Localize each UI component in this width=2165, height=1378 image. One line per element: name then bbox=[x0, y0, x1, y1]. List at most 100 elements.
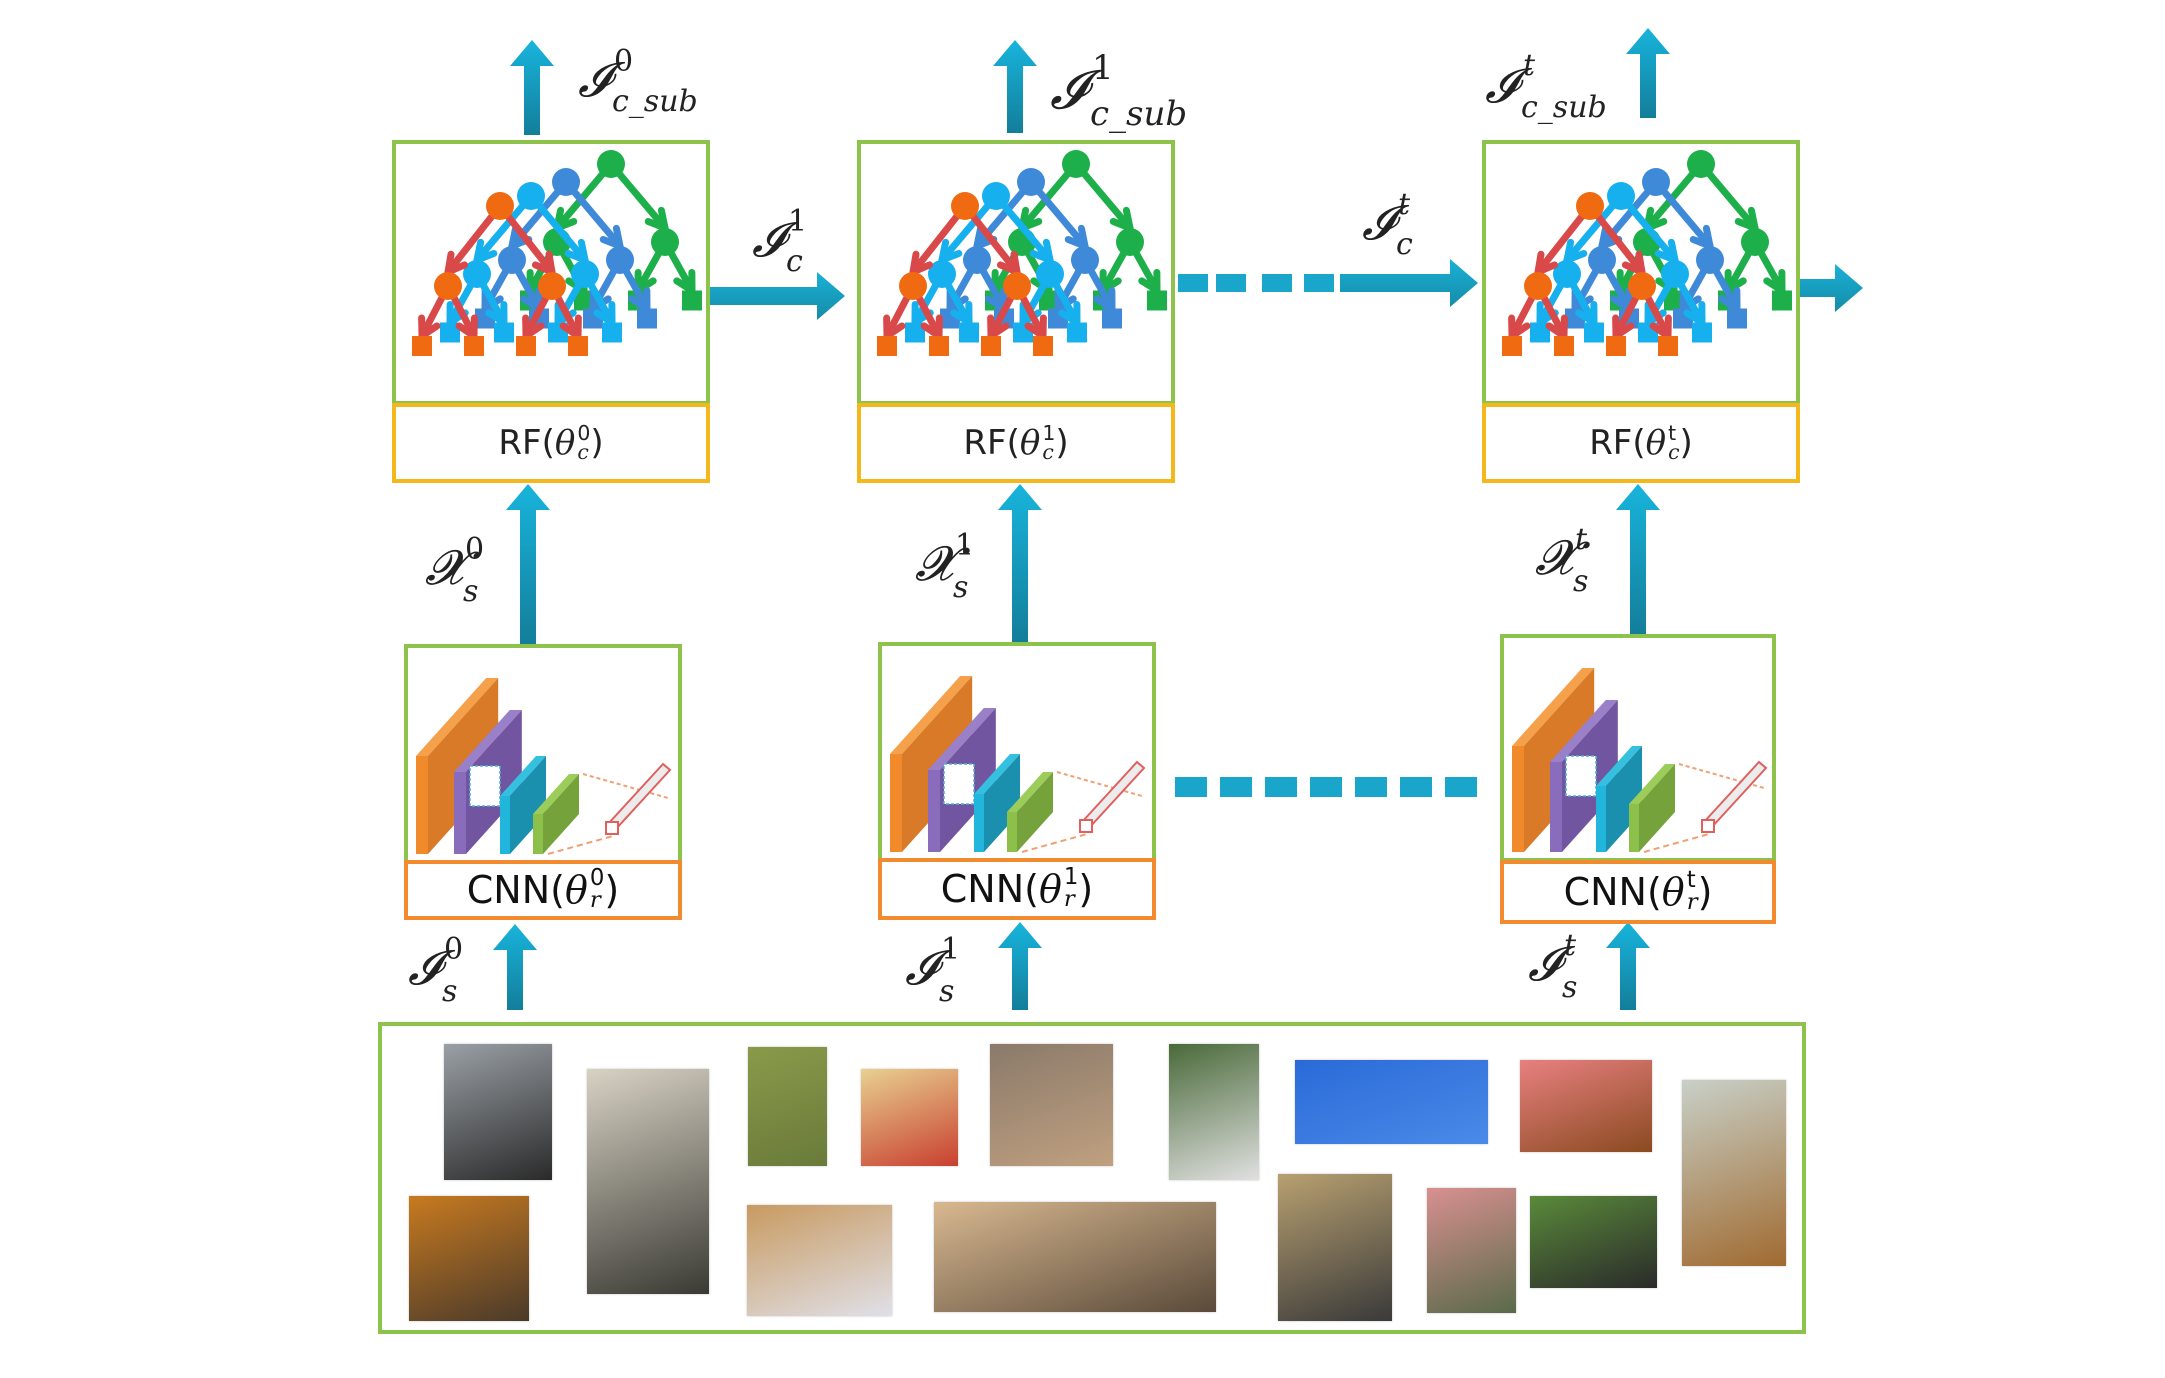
dataset-image-man-in-kitchen bbox=[934, 1202, 1216, 1312]
projection-line bbox=[1643, 833, 1710, 853]
tree-node bbox=[552, 168, 580, 196]
cnn-layer-4-top bbox=[1629, 764, 1675, 804]
tree-node bbox=[1607, 182, 1635, 210]
dash-segment bbox=[1178, 274, 1208, 292]
dataset-image-person-with-umbrella-in-snow bbox=[444, 1044, 552, 1180]
feature-vector-end bbox=[1079, 819, 1093, 833]
tree-leaf bbox=[1530, 322, 1550, 343]
input-arrow-stage-1 bbox=[998, 922, 1042, 1010]
cnn-layer-2-edge bbox=[928, 770, 940, 852]
tree-node bbox=[1062, 150, 1090, 178]
tree-edge bbox=[1534, 202, 1594, 276]
dash-segment bbox=[1445, 777, 1477, 797]
tree-node bbox=[928, 260, 956, 288]
tree-leaf bbox=[464, 336, 484, 356]
dataset-image-person-walking-on-path bbox=[748, 1047, 827, 1166]
feature-label-stage-0: 𝓧 0 s bbox=[425, 532, 485, 609]
random-forest-trees-icon bbox=[877, 150, 1167, 356]
tree-node bbox=[517, 182, 545, 210]
cnn-layer-1-edge bbox=[1512, 746, 1524, 852]
tree-node bbox=[651, 228, 679, 256]
tree-node bbox=[1576, 192, 1604, 220]
tree-node bbox=[1741, 228, 1769, 256]
tree-node bbox=[486, 192, 514, 220]
tree-leaf bbox=[1147, 290, 1167, 311]
input-label-stage-0: 𝓘 0 s bbox=[408, 932, 464, 1009]
transition-arrow-to-t bbox=[1340, 259, 1478, 307]
tree-leaf bbox=[1584, 322, 1604, 343]
tree-node bbox=[1003, 272, 1031, 300]
tree-node bbox=[1642, 168, 1670, 196]
cnn-layer-1-top bbox=[416, 678, 499, 756]
cnn-layer-1-edge bbox=[416, 756, 428, 854]
tree-edge bbox=[444, 202, 504, 276]
tree-edge bbox=[909, 202, 969, 276]
tree-leaf bbox=[905, 322, 925, 343]
cnn-layer-2-top bbox=[1550, 700, 1618, 762]
tree-leaf bbox=[602, 322, 622, 343]
tree-node bbox=[498, 246, 526, 274]
dataset-image-people-at-party bbox=[587, 1069, 709, 1294]
feature-arrow-stage-t bbox=[1616, 484, 1660, 634]
cnn-box-stage-0 bbox=[404, 644, 682, 864]
dash-segment bbox=[1304, 274, 1334, 292]
feature-vector-bar bbox=[1080, 760, 1146, 830]
random-forest-trees-icon bbox=[412, 150, 702, 356]
input-label-stage-1: 𝓘 1 s bbox=[905, 932, 961, 1009]
tree-node bbox=[1524, 272, 1552, 300]
cnn-layer-3-face bbox=[984, 754, 1020, 852]
dataset-image-people-in-lab bbox=[747, 1205, 892, 1316]
cnn-layers-icon bbox=[416, 678, 672, 855]
tree-node bbox=[1017, 168, 1045, 196]
tree-leaf bbox=[1039, 290, 1059, 311]
tree-node bbox=[463, 260, 491, 288]
tree-node bbox=[951, 192, 979, 220]
tree-leaf bbox=[1692, 322, 1712, 343]
rf-box-stage-1 bbox=[857, 140, 1175, 405]
receptive-field-cube bbox=[469, 765, 501, 807]
tree-edge bbox=[496, 202, 556, 276]
projection-line bbox=[582, 773, 669, 799]
tree-leaf bbox=[929, 336, 949, 356]
tree-node bbox=[899, 272, 927, 300]
cnn-layer-3-edge bbox=[974, 794, 984, 852]
feature-arrow-stage-0 bbox=[506, 484, 550, 644]
dataset-image-crowd-of-people bbox=[1427, 1188, 1516, 1313]
cnn-layer-4-edge bbox=[533, 814, 543, 854]
tree-leaf bbox=[1658, 336, 1678, 356]
projection-line bbox=[1056, 771, 1143, 797]
input-label-stage-t: 𝓘 t s bbox=[1528, 928, 1578, 1005]
tree-node bbox=[434, 272, 462, 300]
tree-node bbox=[571, 260, 599, 288]
tree-leaf bbox=[1606, 336, 1626, 356]
cnn-layer-4-face bbox=[543, 774, 579, 854]
tree-node bbox=[1071, 246, 1099, 274]
rf-box-stage-0 bbox=[392, 140, 710, 405]
input-arrow-stage-0 bbox=[493, 924, 537, 1010]
transition-label-to-t: 𝓘 t c bbox=[1362, 187, 1413, 262]
cnn-layer-2-edge bbox=[454, 772, 466, 854]
receptive-field-cube bbox=[1565, 755, 1597, 797]
dataset-image-girl-reading bbox=[990, 1044, 1113, 1166]
cnn-layer-3-face bbox=[510, 756, 546, 854]
projection-line bbox=[547, 835, 614, 855]
tree-leaf bbox=[574, 290, 594, 311]
output-arrow-right bbox=[1800, 264, 1863, 312]
dash-segment bbox=[1400, 777, 1432, 797]
dataset-image-person-riding-horse bbox=[1530, 1196, 1657, 1288]
dataset-image-girl-drinking bbox=[1278, 1174, 1392, 1321]
feature-label-stage-t: 𝓧 t s bbox=[1535, 522, 1589, 599]
tree-leaf bbox=[412, 336, 432, 356]
dataset-image-woman-walking-dog bbox=[1682, 1080, 1786, 1266]
tree-leaf bbox=[1727, 308, 1747, 329]
dataset-image-person-playing-guitar bbox=[409, 1196, 529, 1321]
cnn-layer-1-top bbox=[1512, 668, 1595, 746]
cnn-layer-4-top bbox=[1007, 772, 1053, 812]
tree-leaf bbox=[877, 336, 897, 356]
tree-node bbox=[1036, 260, 1064, 288]
random-forest-trees-icon bbox=[1502, 150, 1792, 356]
cnn-box-stage-t bbox=[1500, 634, 1776, 862]
tree-node bbox=[1553, 260, 1581, 288]
